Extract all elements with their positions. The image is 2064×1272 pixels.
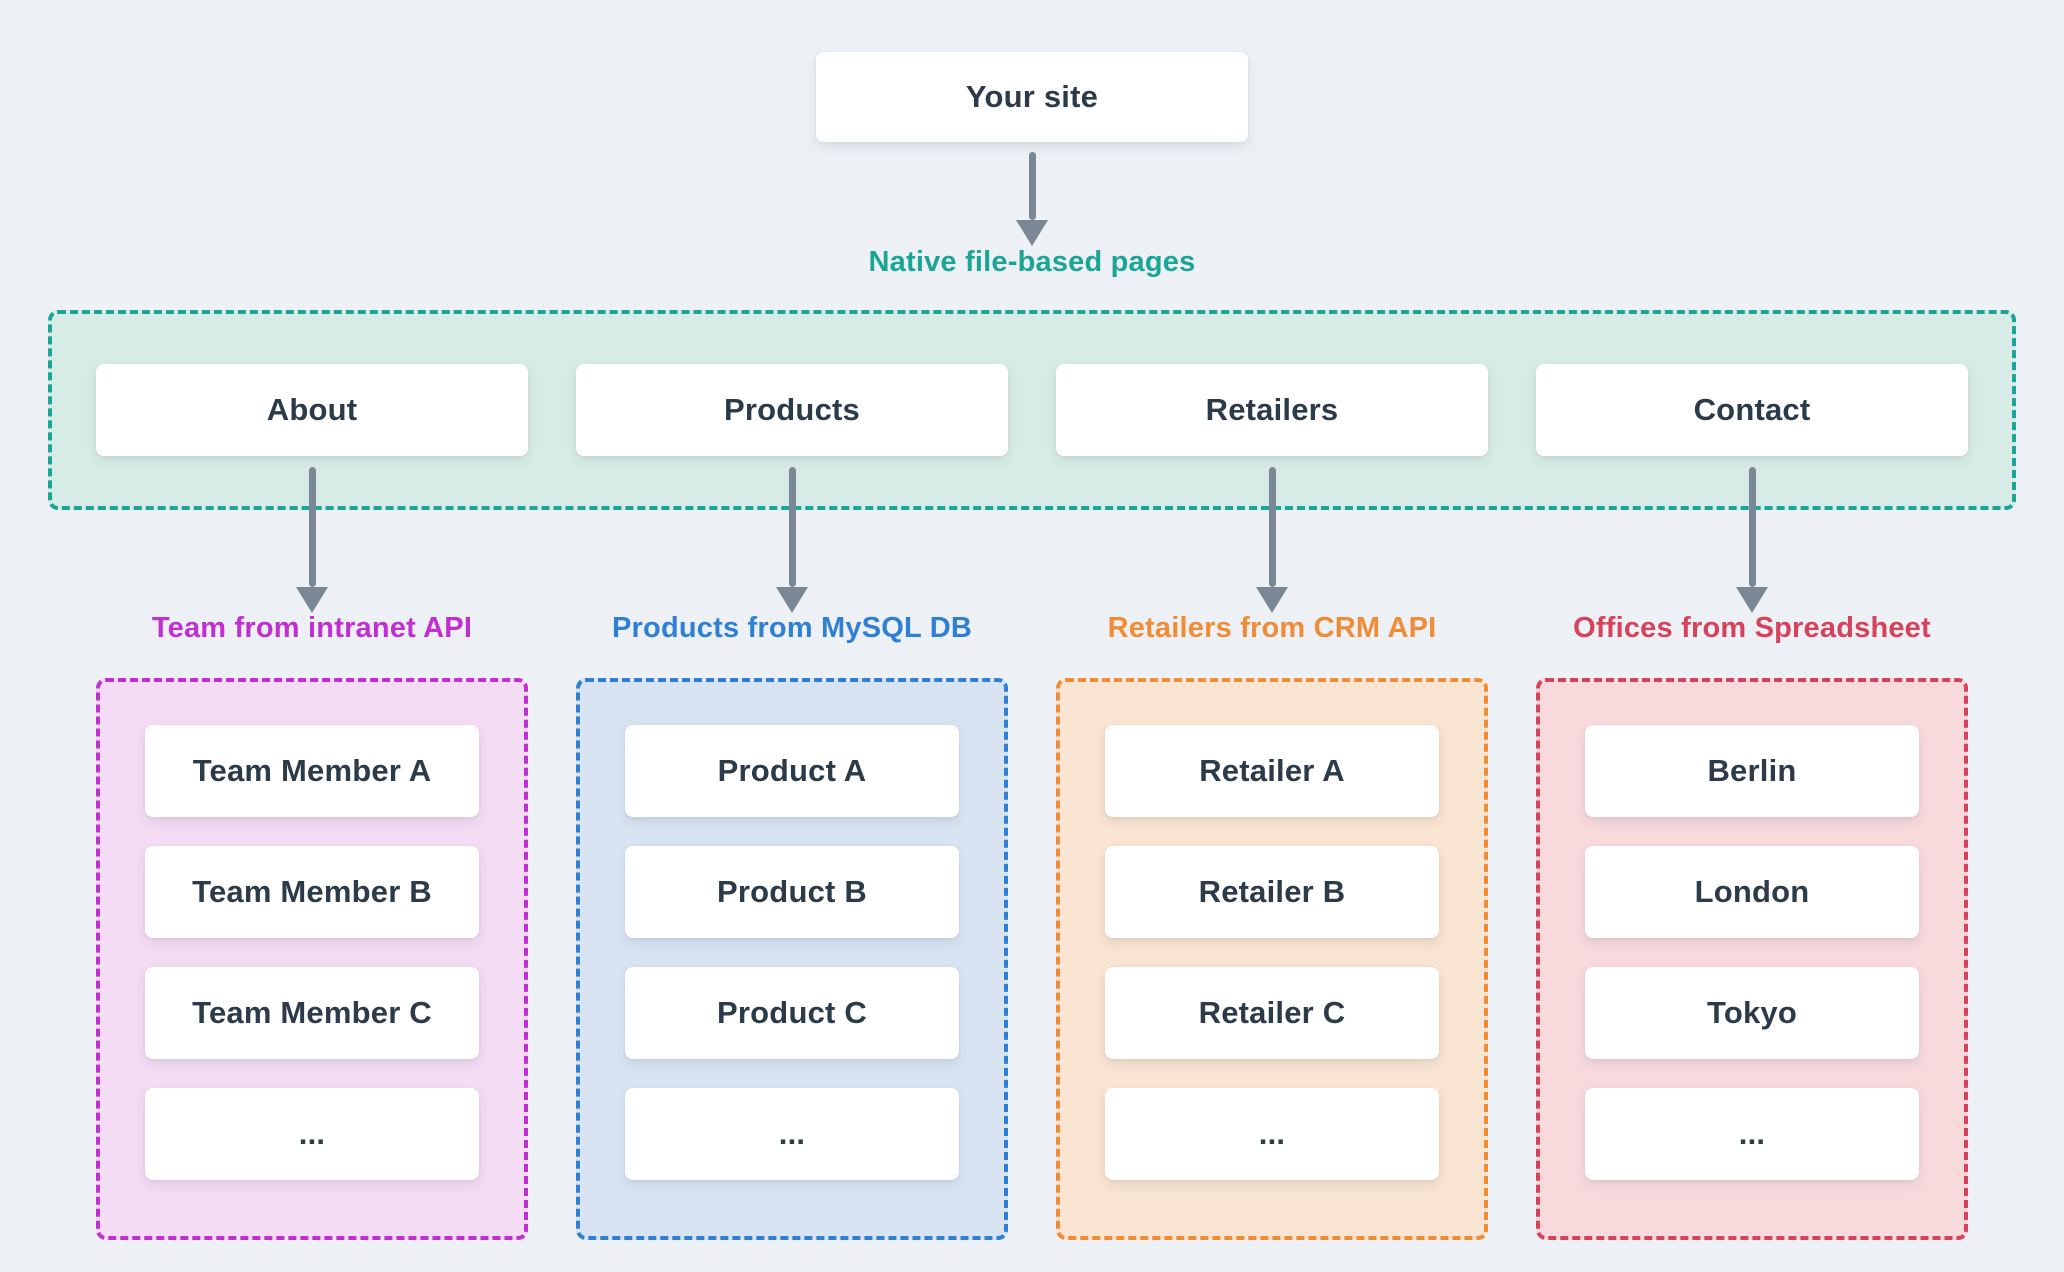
team-member-card: Team Member C [145, 967, 479, 1059]
arrow-down-icon [1736, 467, 1768, 613]
arrow-down-icon [296, 467, 328, 613]
arrow-shaft [1028, 152, 1036, 220]
nav-node-products: Products [576, 364, 1008, 456]
office-card: Tokyo [1585, 967, 1919, 1059]
more-items-card: ... [1585, 1088, 1919, 1180]
product-card: Product A [625, 725, 959, 817]
your-site-node: Your site [816, 52, 1248, 142]
retailer-card: Retailer A [1105, 725, 1439, 817]
arrow-down-icon [776, 467, 808, 613]
offices-source-label: Offices from Spreadsheet [1573, 612, 1931, 644]
nav-node-retailers: Retailers [1056, 364, 1488, 456]
more-items-card: ... [625, 1088, 959, 1180]
team-source-label: Team from intranet API [151, 612, 473, 644]
more-items-card: ... [145, 1088, 479, 1180]
product-card: Product B [625, 846, 959, 938]
source-labels-row: Team from intranet API Products from MyS… [96, 612, 1968, 645]
column-team: Team Member A Team Member B Team Member … [96, 678, 528, 1240]
arrow-shaft [1748, 467, 1756, 587]
native-pages-zone: About Products Retailers Contact [48, 310, 2016, 510]
office-card: Berlin [1585, 725, 1919, 817]
arrow-head [776, 587, 808, 613]
arrow-shaft [788, 467, 796, 587]
retailer-card: Retailer C [1105, 967, 1439, 1059]
arrow-head [296, 587, 328, 613]
arrow-head [1736, 587, 1768, 613]
office-card: London [1585, 846, 1919, 938]
nav-node-contact: Contact [1536, 364, 1968, 456]
retailer-card: Retailer B [1105, 846, 1439, 938]
team-member-card: Team Member A [145, 725, 479, 817]
arrow-down-icon [1016, 152, 1048, 246]
team-member-card: Team Member B [145, 846, 479, 938]
column-offices: Berlin London Tokyo ... [1536, 678, 1968, 1240]
arrow-down-icon [1256, 467, 1288, 613]
retailers-source-label: Retailers from CRM API [1107, 612, 1437, 644]
column-products: Product A Product B Product C ... [576, 678, 1008, 1240]
arrow-shaft [1268, 467, 1276, 587]
more-items-card: ... [1105, 1088, 1439, 1180]
products-source-label: Products from MySQL DB [612, 612, 972, 644]
arrow-shaft [308, 467, 316, 587]
arrow-head [1016, 220, 1048, 246]
native-pages-label: Native file-based pages [868, 246, 1196, 278]
column-retailers: Retailer A Retailer B Retailer C ... [1056, 678, 1488, 1240]
nav-node-about: About [96, 364, 528, 456]
data-source-columns: Team Member A Team Member B Team Member … [96, 678, 1968, 1240]
arrow-head [1256, 587, 1288, 613]
product-card: Product C [625, 967, 959, 1059]
